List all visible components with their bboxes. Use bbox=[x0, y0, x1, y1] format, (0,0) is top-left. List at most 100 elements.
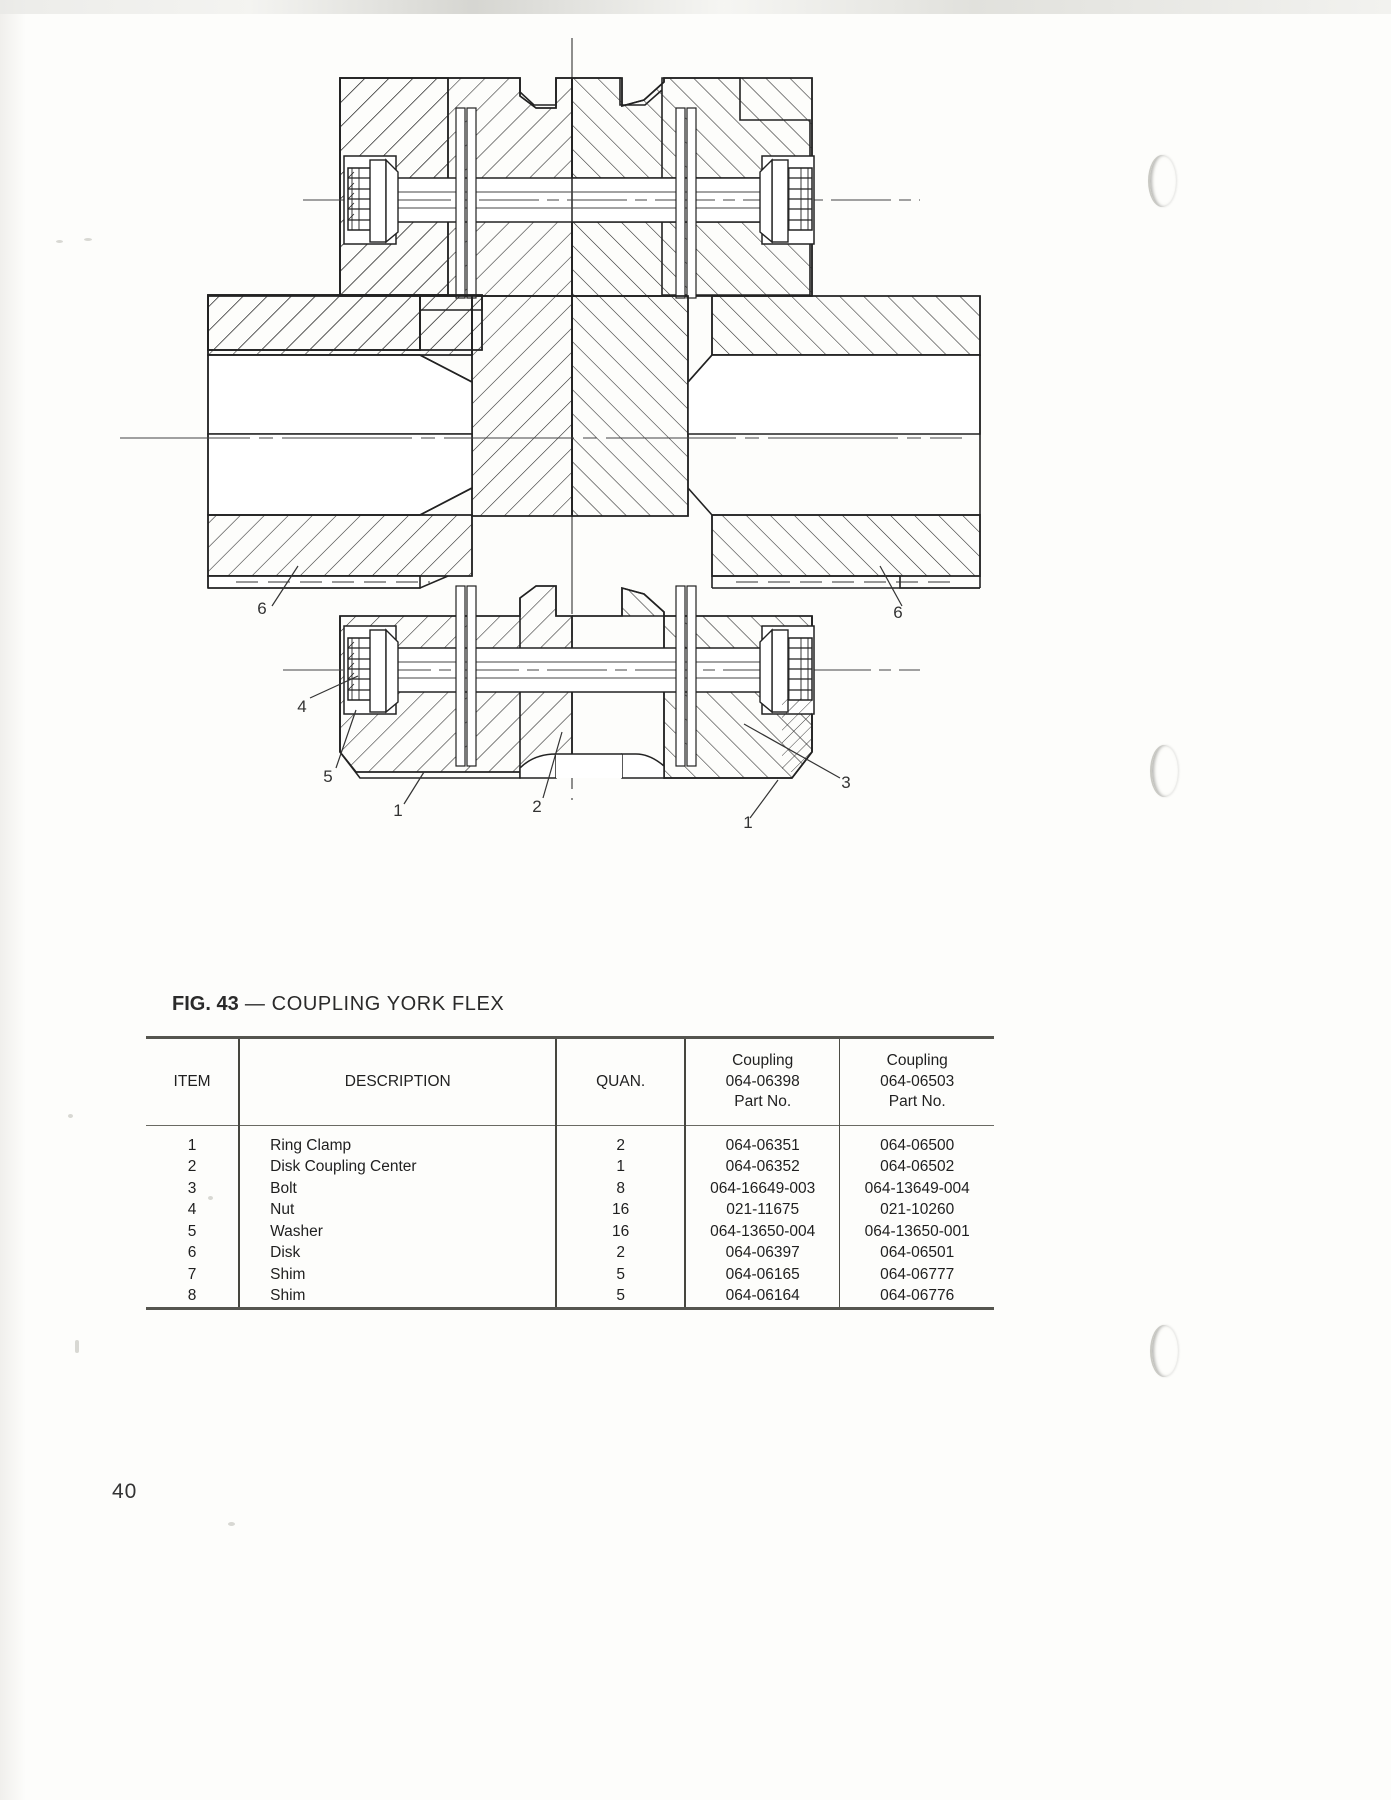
cell-part-no-coupling-b: 064-06777 bbox=[839, 1264, 994, 1286]
column-header-quantity: QUAN. bbox=[555, 1037, 685, 1126]
cell-part-no-coupling-b: 064-13650-001 bbox=[839, 1221, 994, 1243]
cell-part-no-coupling-a: 064-06397 bbox=[683, 1242, 840, 1264]
cell-part-no-coupling-b: 064-06501 bbox=[839, 1242, 994, 1264]
scan-left-edge-shadow bbox=[0, 0, 26, 1800]
table-head: ITEM DESCRIPTION QUAN. Coupling 064-0639… bbox=[146, 1037, 994, 1126]
leader-4 bbox=[309, 675, 359, 699]
callout-6-left: 6 bbox=[257, 599, 266, 618]
cell-part-no-coupling-b: 064-06776 bbox=[839, 1285, 994, 1309]
cell-description: Ring Clamp bbox=[238, 1135, 557, 1157]
cell-part-no-coupling-b: 064-13649-004 bbox=[839, 1178, 994, 1200]
scan-speck bbox=[84, 238, 92, 241]
cell-quantity: 1 bbox=[555, 1156, 685, 1178]
cell-quantity: 16 bbox=[555, 1221, 685, 1243]
callout-1-right: 1 bbox=[743, 813, 752, 832]
disk-plates-lower-left bbox=[455, 585, 477, 767]
parts-list-table: ITEM DESCRIPTION QUAN. Coupling 064-0639… bbox=[146, 1036, 994, 1319]
coupling-cross-section-drawing: 6 6 4 5 1 2 3 1 bbox=[120, 38, 981, 832]
cell-part-no-coupling-b: 064-06500 bbox=[839, 1135, 994, 1157]
figure-number: FIG. 43 bbox=[172, 993, 239, 1015]
leader-5 bbox=[335, 709, 357, 769]
cell-part-no-coupling-a: 064-06164 bbox=[683, 1285, 840, 1309]
scan-top-artifact-band bbox=[0, 0, 1391, 14]
cell-item: 3 bbox=[187, 1179, 197, 1197]
leader-3 bbox=[743, 723, 841, 779]
leader-6-right bbox=[879, 565, 903, 607]
cell-part-no-coupling-a: 064-16649-003 bbox=[683, 1178, 840, 1200]
coupling-a-line2: 064-06398 bbox=[725, 1072, 800, 1090]
disk-plates-lower-right bbox=[675, 585, 697, 767]
scan-speck bbox=[56, 240, 63, 243]
scan-speck bbox=[75, 1340, 79, 1353]
cell-item: 4 bbox=[187, 1201, 197, 1219]
leader-2 bbox=[542, 731, 563, 799]
cell-item: 7 bbox=[187, 1265, 197, 1283]
column-header-description: DESCRIPTION bbox=[238, 1037, 557, 1126]
figure-caption-dash: — bbox=[244, 993, 266, 1015]
cell-item: 6 bbox=[187, 1244, 197, 1262]
binder-hole-top bbox=[1148, 155, 1176, 207]
table-header-row: ITEM DESCRIPTION QUAN. Coupling 064-0639… bbox=[146, 1037, 994, 1126]
leader-1-right bbox=[749, 779, 779, 819]
cell-item: 8 bbox=[187, 1287, 197, 1305]
coupling-a-line1: Coupling bbox=[732, 1052, 794, 1070]
page-number: 40 bbox=[112, 1480, 138, 1503]
binder-hole-middle bbox=[1150, 745, 1178, 797]
cell-item: 2 bbox=[187, 1158, 197, 1176]
cell-quantity: 16 bbox=[555, 1199, 685, 1221]
cell-description: Nut bbox=[238, 1199, 557, 1221]
cell-part-no-coupling-b: 021-10260 bbox=[839, 1199, 994, 1221]
cell-part-no-coupling-a: 064-13650-004 bbox=[683, 1221, 840, 1243]
callout-4: 4 bbox=[297, 697, 306, 716]
nut-washer-upper-right bbox=[759, 155, 815, 245]
cell-part-no-coupling-a: 064-06352 bbox=[683, 1156, 840, 1178]
cell-quantity: 2 bbox=[555, 1242, 685, 1264]
coupling-a-line3: Part No. bbox=[734, 1093, 792, 1111]
nut-washer-upper-left bbox=[343, 155, 399, 245]
cell-part-no-coupling-a: 021-11675 bbox=[683, 1199, 840, 1221]
scan-speck bbox=[228, 1522, 235, 1526]
table-rule-spacer bbox=[146, 1125, 994, 1135]
cell-description: Shim bbox=[238, 1264, 557, 1286]
nut-washer-lower-left bbox=[343, 625, 399, 715]
cell-quantity: 8 bbox=[555, 1178, 685, 1200]
figure-caption: FIG. 43 — COUPLING YORK FLEX bbox=[172, 993, 504, 1016]
binder-hole-bottom bbox=[1150, 1325, 1178, 1377]
figure-caption-title: COUPLING YORK FLEX bbox=[271, 993, 505, 1015]
scan-speck bbox=[208, 1196, 213, 1200]
cell-description: Disk Coupling Center bbox=[238, 1156, 557, 1178]
coupling-b-line3: Part No. bbox=[888, 1093, 946, 1111]
callout-1-left: 1 bbox=[393, 801, 402, 820]
cell-quantity: 5 bbox=[555, 1264, 685, 1286]
cell-description: Shim bbox=[238, 1285, 557, 1309]
scan-speck bbox=[68, 1114, 73, 1118]
cell-item: 5 bbox=[187, 1222, 197, 1240]
table-bottom-rule bbox=[146, 1308, 994, 1320]
leader-1-left bbox=[403, 771, 425, 805]
cell-part-no-coupling-a: 064-06351 bbox=[683, 1135, 840, 1157]
callout-2: 2 bbox=[532, 797, 541, 816]
column-header-item: ITEM bbox=[173, 1072, 211, 1090]
cell-quantity: 5 bbox=[555, 1285, 685, 1309]
coupling-b-line2: 064-06503 bbox=[880, 1072, 955, 1090]
callout-5: 5 bbox=[323, 767, 332, 786]
cell-quantity: 2 bbox=[555, 1135, 685, 1157]
cell-description: Disk bbox=[238, 1242, 557, 1264]
leader-6-left bbox=[271, 565, 299, 607]
callout-6-right: 6 bbox=[893, 603, 902, 622]
cell-item: 1 bbox=[187, 1136, 197, 1154]
column-header-coupling-a: Coupling 064-06398 Part No. bbox=[683, 1037, 840, 1126]
column-header-coupling-b: Coupling 064-06503 Part No. bbox=[839, 1037, 994, 1126]
cell-part-no-coupling-b: 064-06502 bbox=[839, 1156, 994, 1178]
cell-description: Washer bbox=[238, 1221, 557, 1243]
coupling-b-line1: Coupling bbox=[886, 1052, 948, 1070]
